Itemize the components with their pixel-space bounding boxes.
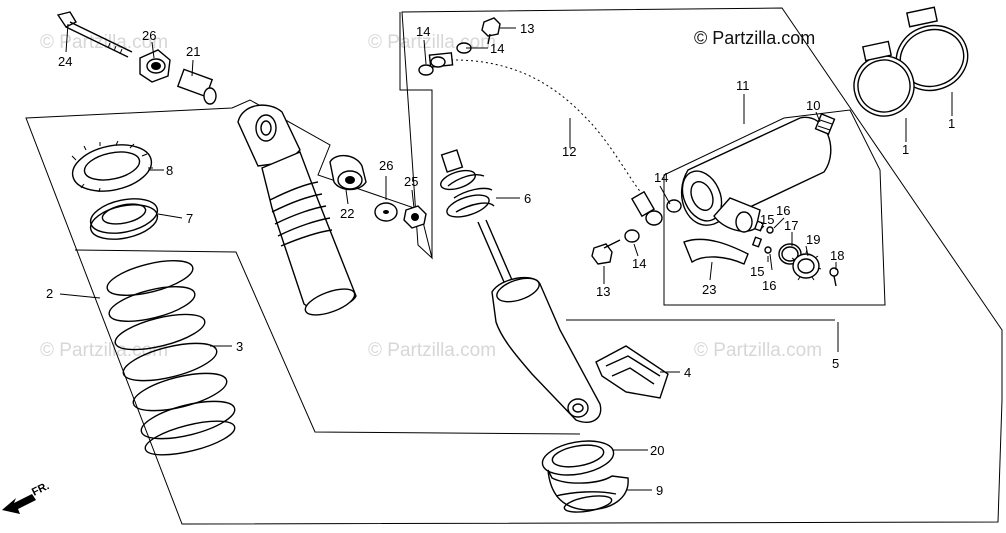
small-parts-15-16 bbox=[751, 220, 774, 254]
spring-group-outline bbox=[74, 249, 581, 435]
bushing-22 bbox=[329, 155, 367, 191]
copyright-text: © Partzilla.com bbox=[694, 28, 815, 48]
callout-15: 15 bbox=[750, 264, 764, 279]
watermark: © Partzilla.com bbox=[368, 32, 496, 53]
watermark: © Partzilla.com bbox=[694, 340, 822, 361]
callout-1: 1 bbox=[902, 142, 909, 157]
front-direction-arrow: FR. bbox=[2, 480, 51, 514]
callout-10: 10 bbox=[806, 98, 820, 113]
banjo-bolt-13-lower bbox=[591, 239, 621, 265]
screw-18 bbox=[829, 267, 839, 287]
reservoir-11 bbox=[680, 116, 832, 233]
callout-20: 20 bbox=[650, 443, 664, 458]
callout-13: 13 bbox=[596, 284, 610, 299]
bump-rubber-9 bbox=[547, 469, 629, 513]
washer-14-top bbox=[418, 42, 472, 76]
bolt-24 bbox=[56, 11, 133, 58]
coil-spring-3 bbox=[106, 260, 236, 456]
callout-24: 24 bbox=[58, 54, 72, 69]
watermark: © Partzilla.com bbox=[40, 340, 168, 361]
callout-22: 22 bbox=[340, 206, 354, 221]
callout-12: 12 bbox=[562, 144, 576, 159]
shock-body bbox=[237, 104, 357, 316]
callout-4: 4 bbox=[684, 365, 691, 380]
valve-10 bbox=[814, 113, 836, 135]
nut-25 bbox=[403, 205, 427, 229]
callout-5: 5 bbox=[832, 356, 839, 371]
callout-1: 1 bbox=[948, 116, 955, 131]
sub-assembly-outline bbox=[399, 12, 433, 258]
callout-13: 13 bbox=[520, 21, 534, 36]
reservoir-outline bbox=[663, 109, 886, 306]
bump-stop-20 bbox=[541, 440, 615, 476]
banjo-bolt-13-top bbox=[481, 17, 501, 45]
lock-ring-8 bbox=[71, 140, 153, 193]
callout-8: 8 bbox=[166, 163, 173, 178]
callout-6: 6 bbox=[524, 191, 531, 206]
callout-2: 2 bbox=[46, 286, 53, 301]
adjuster-ring-7 bbox=[89, 198, 159, 240]
strap-23 bbox=[683, 238, 749, 265]
callout-11: 11 bbox=[736, 78, 750, 93]
watermark: © Partzilla.com bbox=[40, 32, 168, 53]
washer-26-mid bbox=[374, 202, 398, 222]
watermark: © Partzilla.com bbox=[368, 340, 496, 361]
callout-15: 15 bbox=[760, 212, 774, 227]
callout-16: 16 bbox=[762, 278, 776, 293]
callout-14: 14 bbox=[654, 170, 668, 185]
direction-label: FR. bbox=[30, 480, 51, 499]
callout-25: 25 bbox=[404, 174, 418, 189]
callout-3: 3 bbox=[236, 339, 243, 354]
bushing-21 bbox=[176, 68, 217, 105]
callout-23: 23 bbox=[702, 282, 716, 297]
bracket-4 bbox=[595, 345, 669, 399]
callout-19: 19 bbox=[806, 232, 820, 247]
callout-14: 14 bbox=[490, 41, 504, 56]
leader-lines bbox=[59, 23, 953, 491]
callout-7: 7 bbox=[186, 211, 193, 226]
hose-clamp-1b bbox=[853, 40, 915, 117]
callout-17: 17 bbox=[784, 218, 798, 233]
callout-16: 16 bbox=[776, 203, 790, 218]
callout-14: 14 bbox=[632, 256, 646, 271]
callout-labels: 24 26 21 22 26 25 8 7 2 3 6 4 20 9 13 14… bbox=[46, 21, 955, 498]
damper-rod-6 bbox=[440, 149, 602, 423]
nut-26-top bbox=[139, 49, 171, 83]
washer-14-lower bbox=[624, 199, 682, 243]
callout-14: 14 bbox=[416, 24, 430, 39]
callout-9: 9 bbox=[656, 483, 663, 498]
callout-26: 26 bbox=[379, 158, 393, 173]
cap-19 bbox=[791, 249, 822, 281]
callout-18: 18 bbox=[830, 248, 844, 263]
callout-21: 21 bbox=[186, 44, 200, 59]
callout-26: 26 bbox=[142, 28, 156, 43]
